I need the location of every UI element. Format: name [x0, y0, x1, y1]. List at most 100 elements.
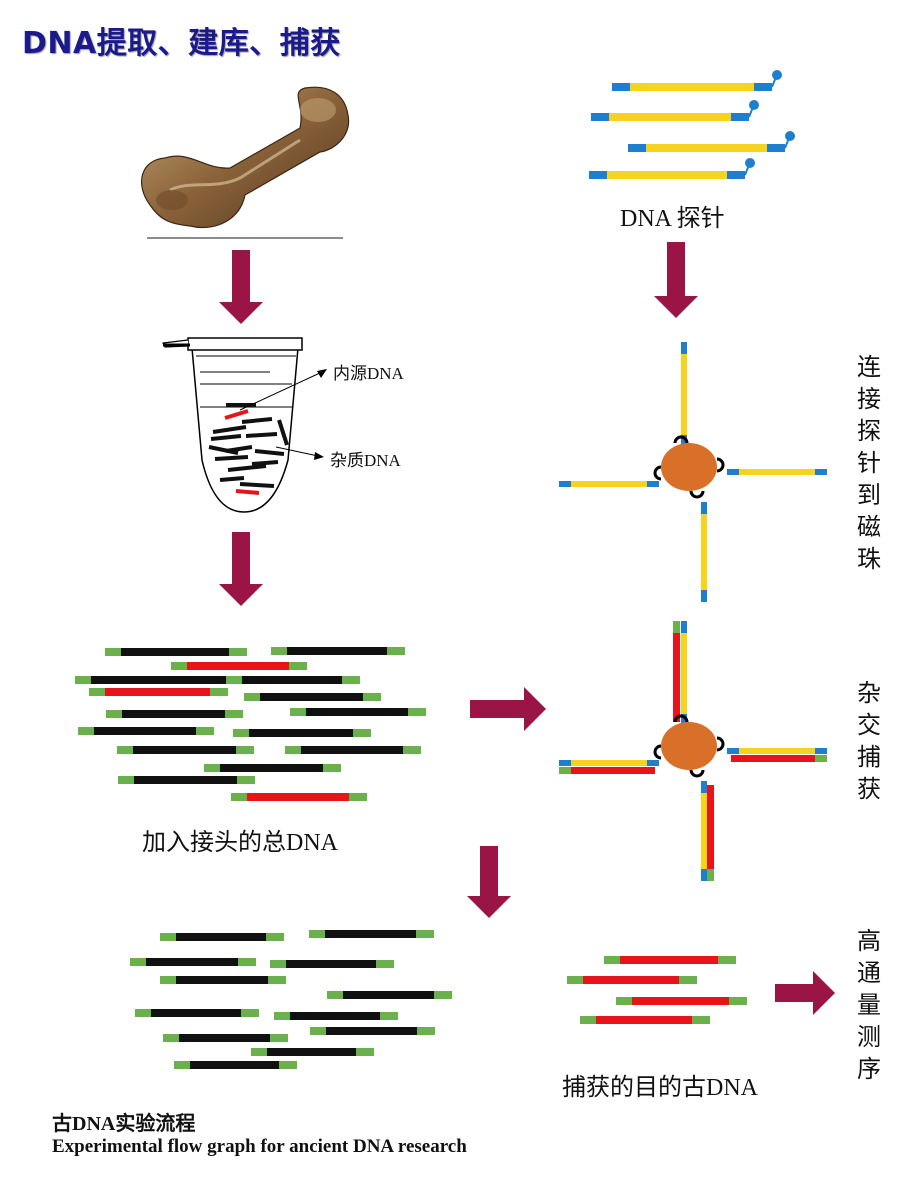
adapter [363, 693, 381, 701]
adapter [117, 746, 135, 754]
insert [596, 1016, 694, 1024]
captured-strand [673, 625, 680, 722]
insert [122, 710, 227, 718]
probe-arm [559, 481, 659, 487]
insert [121, 648, 231, 656]
dna-fragment [616, 997, 747, 1005]
probe-tag [701, 502, 707, 514]
adapter [106, 710, 124, 718]
insert [287, 647, 389, 655]
probe-body [559, 481, 659, 487]
probe-body [681, 621, 687, 726]
dna-fragment [290, 708, 426, 716]
adapter [353, 729, 371, 737]
probe-tag [727, 748, 739, 754]
probe-tag [681, 342, 687, 354]
adapter [289, 662, 307, 670]
dna-fragment [233, 729, 371, 737]
bone-illustration [141, 86, 350, 239]
dna-fragment [89, 688, 228, 696]
adapter [231, 793, 249, 801]
adapter [380, 1012, 398, 1020]
adapter [135, 1009, 153, 1017]
linker-icon [673, 435, 689, 444]
insert [190, 1061, 281, 1069]
adapter [226, 676, 244, 684]
dna-fragment [271, 647, 405, 655]
dna-fragment [244, 693, 381, 701]
dna-fragment [163, 1034, 288, 1042]
adapter [815, 755, 827, 762]
insert [286, 960, 378, 968]
probe-arm [559, 760, 659, 774]
probe-tag [559, 481, 571, 487]
linker-icon [689, 769, 705, 778]
page-title: DNA提取、建库、捕获 [22, 26, 341, 61]
adapter [342, 676, 360, 684]
insert [242, 676, 344, 684]
probe-tag [591, 113, 609, 121]
biotin-icon [772, 70, 782, 80]
adapter [118, 776, 136, 784]
dna-strand [254, 449, 285, 456]
adapter [75, 676, 93, 684]
insert [133, 746, 238, 754]
magnetic-bead-icon [661, 443, 717, 491]
insert [343, 991, 436, 999]
captured-strand [563, 767, 655, 774]
probe-arm [701, 502, 707, 602]
adapter [310, 1027, 328, 1035]
dna-fragment [106, 710, 243, 718]
adapter [204, 764, 222, 772]
probe-body [681, 342, 687, 447]
probe-tag [628, 144, 646, 152]
adapter [616, 997, 634, 1005]
adapter [130, 958, 148, 966]
probe-tag [731, 113, 749, 121]
bind-probe-label: 连接探针到磁珠 [857, 355, 881, 573]
total-dna-label: 加入接头的总DNA [142, 830, 338, 856]
linker-icon [716, 736, 725, 752]
dna-probe [589, 158, 755, 179]
target-dna-label: 捕获的目的古DNA [562, 1075, 758, 1101]
probe-tag [815, 748, 827, 754]
flow-arrow-icon [470, 687, 546, 731]
adapter [356, 1048, 374, 1056]
adapter [376, 960, 394, 968]
adapter [408, 708, 426, 716]
dna-strand [208, 445, 239, 455]
biotin-icon [785, 131, 795, 141]
adapter [279, 1061, 297, 1069]
adapter [416, 930, 434, 938]
probe-arm [701, 781, 714, 881]
probe-body [727, 469, 827, 475]
adapter [236, 746, 254, 754]
adapter [225, 710, 243, 718]
test-tube-icon [162, 337, 327, 513]
probe-tag [681, 435, 687, 447]
dna-fragment [270, 960, 394, 968]
captured-strand [731, 755, 823, 762]
adapter [78, 727, 96, 735]
dna-strand [212, 425, 247, 434]
flow-arrow-icon [775, 971, 835, 1015]
adapter [323, 764, 341, 772]
adapter [268, 976, 286, 984]
captured-strand [707, 785, 714, 877]
dna-fragment [285, 746, 421, 754]
insert [620, 956, 720, 964]
adapter [387, 647, 405, 655]
insert [301, 746, 405, 754]
sequencing-label: 高通量测序 [857, 929, 881, 1083]
dna-fragment [171, 662, 307, 670]
probe-tag [727, 469, 739, 475]
insert [249, 729, 355, 737]
dna-strand [214, 455, 249, 461]
adapter [434, 991, 452, 999]
dna-probe-strands [589, 70, 795, 179]
insert [134, 776, 239, 784]
adapter [160, 933, 178, 941]
adapter [604, 956, 622, 964]
probe-body [559, 760, 659, 766]
